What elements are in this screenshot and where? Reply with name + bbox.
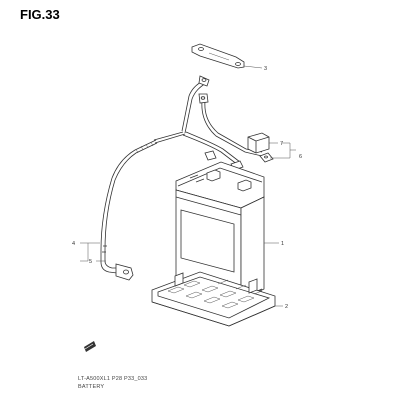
- battery-tray-part: [151, 271, 276, 327]
- figure-name: BATTERY: [78, 384, 105, 390]
- battery-part: [175, 161, 265, 301]
- figure-title: FIG.33: [20, 7, 60, 22]
- figure-code: LT-A500XL1 P28 P33_033: [78, 376, 148, 382]
- callout-7: 7: [280, 141, 283, 147]
- negative-cable-part: [100, 75, 210, 281]
- terminal-cover-part: [247, 132, 274, 163]
- leader-6-bracket: [282, 142, 296, 159]
- callout-1: 1: [281, 241, 284, 247]
- terminal-bracket-part: [191, 43, 245, 69]
- callout-2: 2: [285, 304, 288, 310]
- leader-3: [243, 65, 263, 69]
- front-direction-icon: [84, 341, 96, 352]
- leader-4-bracket: [80, 242, 89, 262]
- callout-4: 4: [72, 241, 75, 247]
- callout-5: 5: [89, 259, 92, 265]
- callout-3: 3: [264, 66, 267, 72]
- positive-cable-part: [182, 93, 263, 171]
- callout-6: 6: [299, 154, 302, 160]
